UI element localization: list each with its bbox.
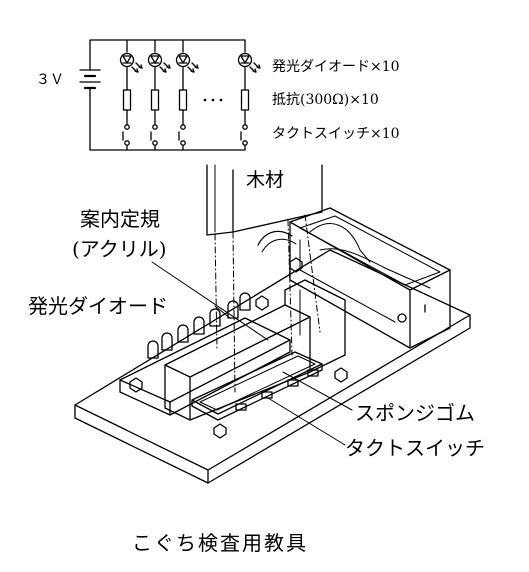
circuit-branch-4 [237,39,261,151]
voltage-label: ３Ｖ [36,72,64,88]
circuit-branch-1 [119,39,143,151]
led-array [147,292,251,359]
label-acrylic-guide: 案内定規 [80,207,160,231]
battery-symbol [79,59,101,96]
led-rail [119,257,348,439]
figure-caption: こぐち検査用教具 [132,531,308,555]
legend-resistor: 抵抗(300Ω)×10 [272,92,379,108]
wood-block: 木材 [206,164,323,236]
hex-nuts [129,257,348,439]
legend-switch: タクトスイッチ×10 [272,126,400,142]
label-led: 発光ダイオード [28,294,168,318]
legend-led: 発光ダイオード×10 [272,59,400,75]
label-wood: 木材 [246,169,284,191]
label-sponge-rubber: スポンジゴム [355,401,475,425]
omitted-branches-dots [203,98,223,102]
circuit-branch-3 [175,39,199,151]
battery-holder [257,207,451,349]
tact-switches [235,369,319,411]
circuit-schematic: ３Ｖ [36,39,400,151]
switch-strip [191,351,323,421]
acrylic-guide [164,279,346,421]
label-tact-switch: タクトスイッチ [345,436,485,460]
base-plate [74,249,471,484]
circuit-branch-2 [147,39,171,151]
leader-lines [151,261,353,446]
label-acrylic-material: (アクリル) [72,237,167,261]
